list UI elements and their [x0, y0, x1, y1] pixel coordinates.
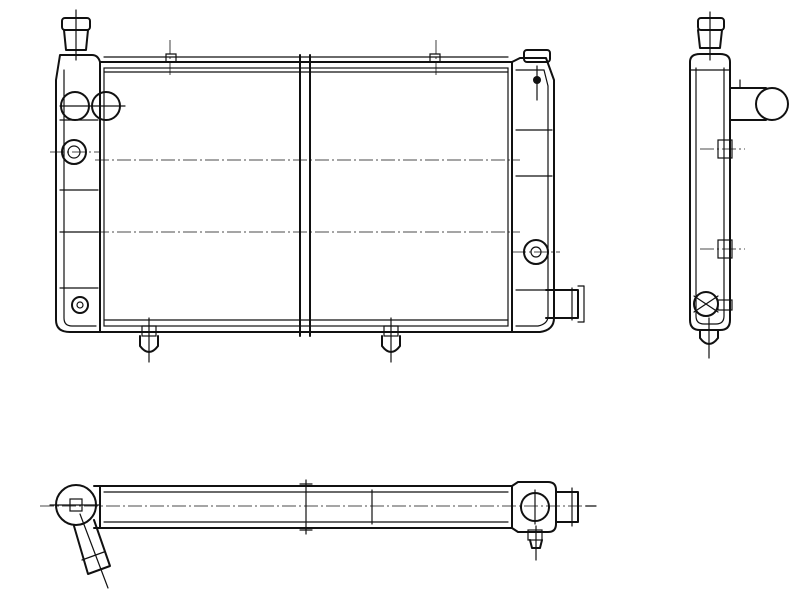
side-tank	[689, 53, 731, 331]
inlet-pipe-icon	[59, 91, 126, 121]
sensor-port-right-icon	[512, 239, 560, 265]
outlet-pipe-icon	[545, 285, 585, 323]
top-right-tank-icon	[511, 481, 557, 533]
top-view	[40, 479, 597, 589]
left-tank	[55, 54, 101, 333]
front-view	[50, 9, 585, 363]
side-inlet-icon	[729, 79, 789, 121]
top-left-tank-icon	[49, 484, 101, 529]
drain-plug-icon	[71, 296, 89, 314]
top-outlet-pipe-icon	[555, 487, 597, 527]
radiator-core	[95, 40, 520, 337]
filler-cap-right-icon	[523, 49, 551, 101]
side-view	[689, 11, 789, 359]
side-bottom-fitting-icon	[693, 291, 733, 359]
top-bottom-fitting-icon	[527, 525, 543, 561]
side-cap-icon	[697, 11, 725, 61]
mounting-pin-right-icon	[381, 317, 401, 363]
side-brackets	[700, 139, 745, 259]
mounting-pin-left-icon	[139, 317, 159, 363]
top-angled-pipe-icon	[73, 513, 111, 589]
top-core	[40, 479, 590, 535]
sensor-port-icon	[50, 139, 100, 165]
filler-cap-icon	[61, 9, 91, 61]
